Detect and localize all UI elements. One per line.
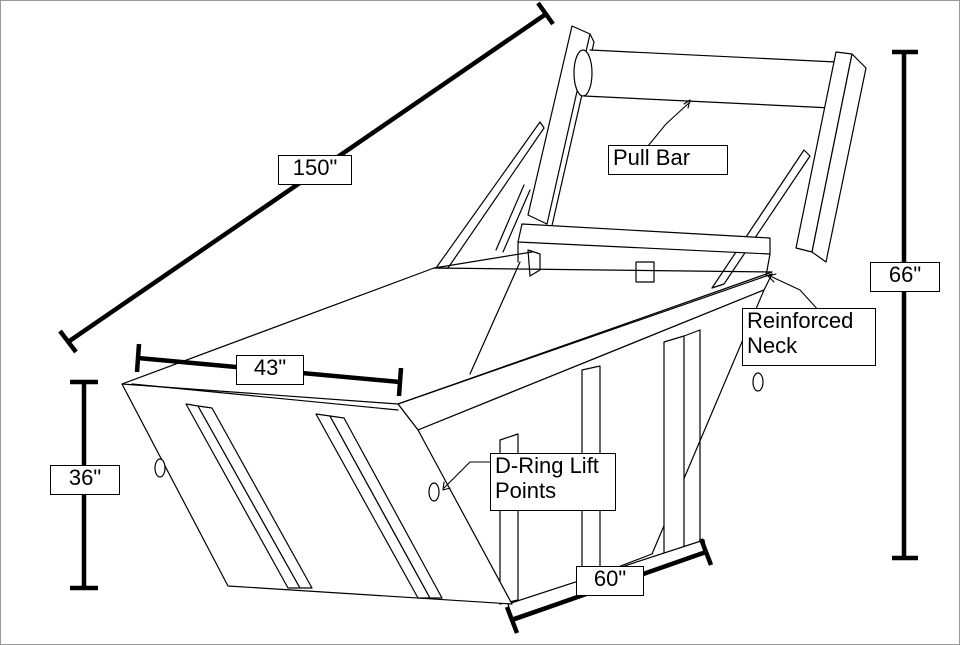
rear-crossbar (517, 223, 771, 283)
height-front-dimension-label: 36" (50, 465, 120, 495)
height-overall-dimension-label: 66" (870, 262, 940, 292)
pull-bar-callout: Pull Bar (608, 145, 728, 175)
d-ring-line2: Points (495, 477, 557, 503)
width-front-dimension-label: 43" (236, 355, 304, 385)
reinforced-neck-line2: Neck (747, 332, 798, 358)
reinforced-neck-callout: Reinforced Neck (742, 308, 876, 366)
d-ring-line1: D-Ring Lift (495, 453, 599, 478)
length-dimension-label: 150" (278, 155, 352, 185)
right-upright (795, 51, 867, 263)
reinforced-neck-line1: Reinforced (747, 308, 854, 333)
front-panel (121, 383, 513, 605)
d-ring-icon (154, 372, 764, 502)
width-bottom-dimension-label: 60" (576, 566, 644, 596)
pull-bar-tube (573, 49, 837, 109)
left-neck-brace (435, 121, 545, 269)
d-ring-callout: D-Ring Lift Points (490, 453, 616, 511)
leader-lines (442, 99, 821, 491)
